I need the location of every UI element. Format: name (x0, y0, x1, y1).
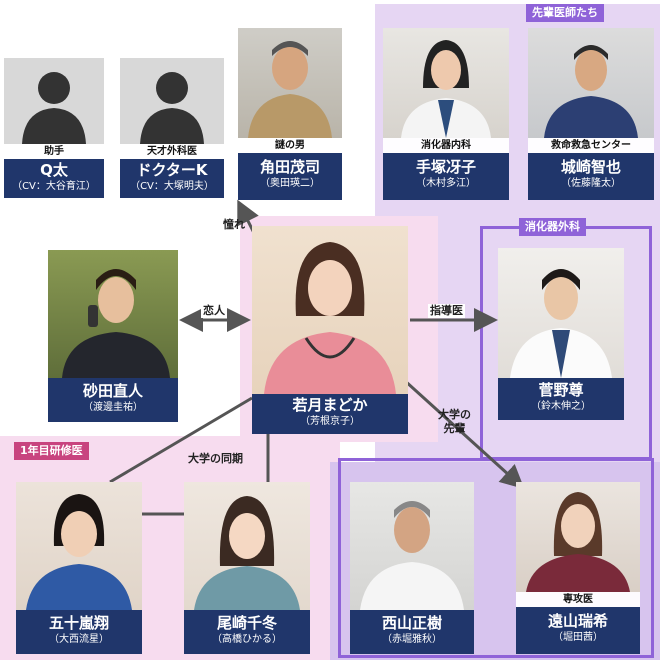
card-wakatsuki: 若月まどか （芳根京子） (252, 226, 408, 434)
portrait-photo (252, 226, 408, 394)
portrait-figure (184, 482, 310, 610)
character-name: 角田茂司 (238, 153, 342, 177)
cast-name: （赤堀雅秋） (350, 633, 474, 646)
namebox: 西山正樹 （赤堀雅秋） (350, 610, 474, 654)
label-daigaku-senpai: 大学の 先輩 (436, 408, 473, 436)
portrait-figure (252, 226, 408, 394)
portrait-figure (48, 250, 178, 378)
portrait-photo (238, 28, 342, 138)
portrait-photo (16, 482, 142, 610)
portrait-figure (498, 248, 624, 378)
portrait-figure (383, 28, 509, 138)
cast-name: （堀田茜） (516, 631, 640, 644)
card-nishiyama: 西山正樹 （赤堀雅秋） (350, 482, 474, 654)
card-toyama: 専攻医 遠山瑞希 （堀田茜） (516, 482, 640, 654)
portrait-photo (383, 28, 509, 138)
card-qta: 助手 Q太 （CV：大谷育江） (4, 58, 104, 198)
role-label: 天才外科医 (120, 144, 224, 159)
character-name: 西山正樹 (350, 610, 474, 633)
label-shidoui: 指導医 (428, 304, 465, 318)
character-name: 砂田直人 (48, 378, 178, 401)
cast-name: （奥田瑛二） (238, 177, 342, 190)
card-ozaki: 尾崎千冬 （高橋ひかる） (184, 482, 310, 654)
cast-name: （佐藤隆太） (528, 177, 654, 190)
portrait-photo (48, 250, 178, 378)
character-name: ドクターK (120, 159, 224, 180)
role-label: 専攻医 (516, 592, 640, 607)
card-igarashi: 五十嵐翔 （大西流星） (16, 482, 142, 654)
portrait-figure (516, 482, 640, 592)
namebox: 城崎智也 （佐藤隆太） (528, 153, 654, 200)
cast-name: （大西流星） (16, 633, 142, 646)
role-label: 救命救急センター (528, 138, 654, 153)
card-tsunoda: 謎の男 角田茂司 （奥田瑛二） (238, 28, 342, 200)
label-akogare: 憧れ (221, 218, 247, 232)
label-daigaku-doki: 大学の同期 (186, 452, 245, 466)
namebox: 菅野尊 （鈴木伸之） (498, 378, 624, 420)
character-name: 若月まどか (252, 394, 408, 415)
cast-name: （木村多江） (383, 177, 509, 190)
portrait-photo (184, 482, 310, 610)
card-sugano: 菅野尊 （鈴木伸之） (498, 248, 624, 420)
label-koibito: 恋人 (201, 304, 227, 318)
namebox: 角田茂司 （奥田瑛二） (238, 153, 342, 200)
role-label: 助手 (4, 144, 104, 159)
character-name: 尾崎千冬 (184, 610, 310, 633)
person-silhouette-icon (4, 58, 104, 144)
character-name: Q太 (4, 159, 104, 180)
namebox: Q太 （CV：大谷育江） (4, 159, 104, 198)
portrait-photo (498, 248, 624, 378)
portrait-figure (350, 482, 474, 610)
card-tezuka: 消化器内科 手塚冴子 （木村多江） (383, 28, 509, 200)
cast-name: （CV：大谷育江） (4, 180, 104, 193)
portrait-figure (16, 482, 142, 610)
character-name: 菅野尊 (498, 378, 624, 400)
namebox: 遠山瑞希 （堀田茜） (516, 607, 640, 654)
namebox: 若月まどか （芳根京子） (252, 394, 408, 434)
cast-name: （CV：大塚明夫） (120, 180, 224, 193)
silhouette-avatar (4, 58, 104, 144)
namebox: 五十嵐翔 （大西流星） (16, 610, 142, 654)
cast-name: （高橋ひかる） (184, 633, 310, 646)
cast-name: （芳根京子） (252, 415, 408, 428)
card-doctork: 天才外科医 ドクターK （CV：大塚明夫） (120, 58, 224, 198)
cast-name: （鈴木伸之） (498, 400, 624, 413)
portrait-photo (528, 28, 654, 138)
role-label: 謎の男 (238, 138, 342, 153)
character-name: 城崎智也 (528, 153, 654, 177)
role-label: 消化器内科 (383, 138, 509, 153)
namebox: 砂田直人 （渡邊圭祐） (48, 378, 178, 422)
namebox: ドクターK （CV：大塚明夫） (120, 159, 224, 198)
card-sunada: 砂田直人 （渡邊圭祐） (48, 250, 178, 422)
cast-name: （渡邊圭祐） (48, 401, 178, 414)
person-silhouette-icon (120, 58, 224, 144)
portrait-photo (516, 482, 640, 592)
character-name: 遠山瑞希 (516, 607, 640, 631)
card-shirosaki: 救命救急センター 城崎智也 （佐藤隆太） (528, 28, 654, 200)
character-name: 手塚冴子 (383, 153, 509, 177)
portrait-figure (528, 28, 654, 138)
portrait-figure (238, 28, 342, 138)
namebox: 手塚冴子 （木村多江） (383, 153, 509, 200)
portrait-photo (350, 482, 474, 610)
namebox: 尾崎千冬 （高橋ひかる） (184, 610, 310, 654)
silhouette-avatar (120, 58, 224, 144)
character-name: 五十嵐翔 (16, 610, 142, 633)
